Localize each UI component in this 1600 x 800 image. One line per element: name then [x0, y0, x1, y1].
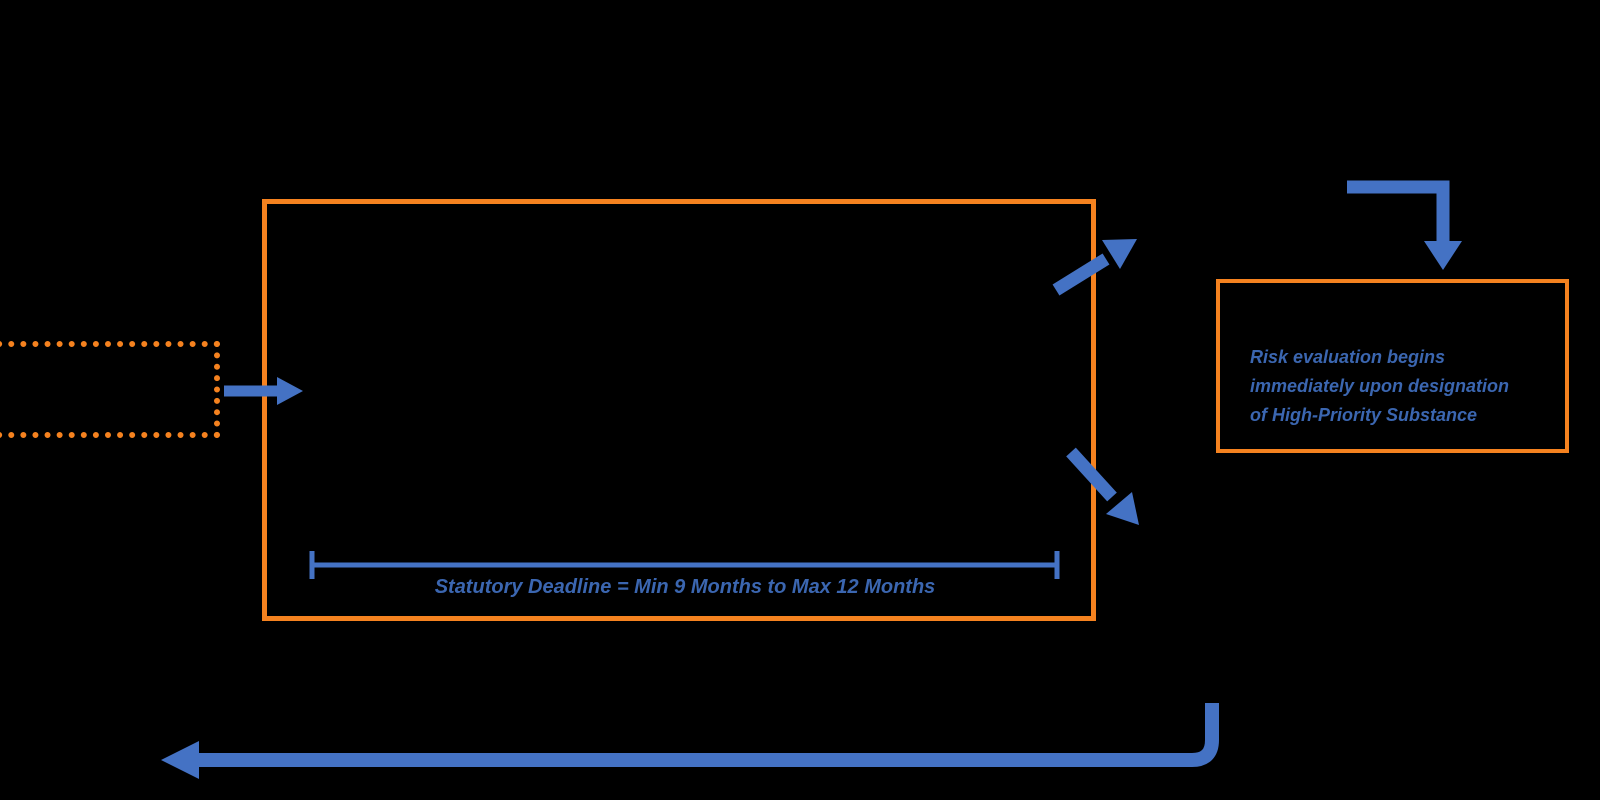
main-process-box	[262, 199, 1096, 621]
risk-evaluation-note-box: Risk evaluation begins immediately upon …	[1216, 279, 1569, 453]
risk-note-line-2: immediately upon designation	[1250, 376, 1510, 396]
input-dotted-box	[0, 341, 220, 438]
arrow-elbow-into-risk-box	[1347, 180, 1462, 270]
statutory-deadline-label: Statutory Deadline = Min 9 Months to Max…	[434, 576, 936, 598]
arrow-return-bottom-left	[161, 703, 1219, 779]
risk-note-line-1: Risk evaluation begins	[1250, 347, 1446, 367]
risk-note-line-3: of High-Priority Substance	[1250, 405, 1478, 425]
